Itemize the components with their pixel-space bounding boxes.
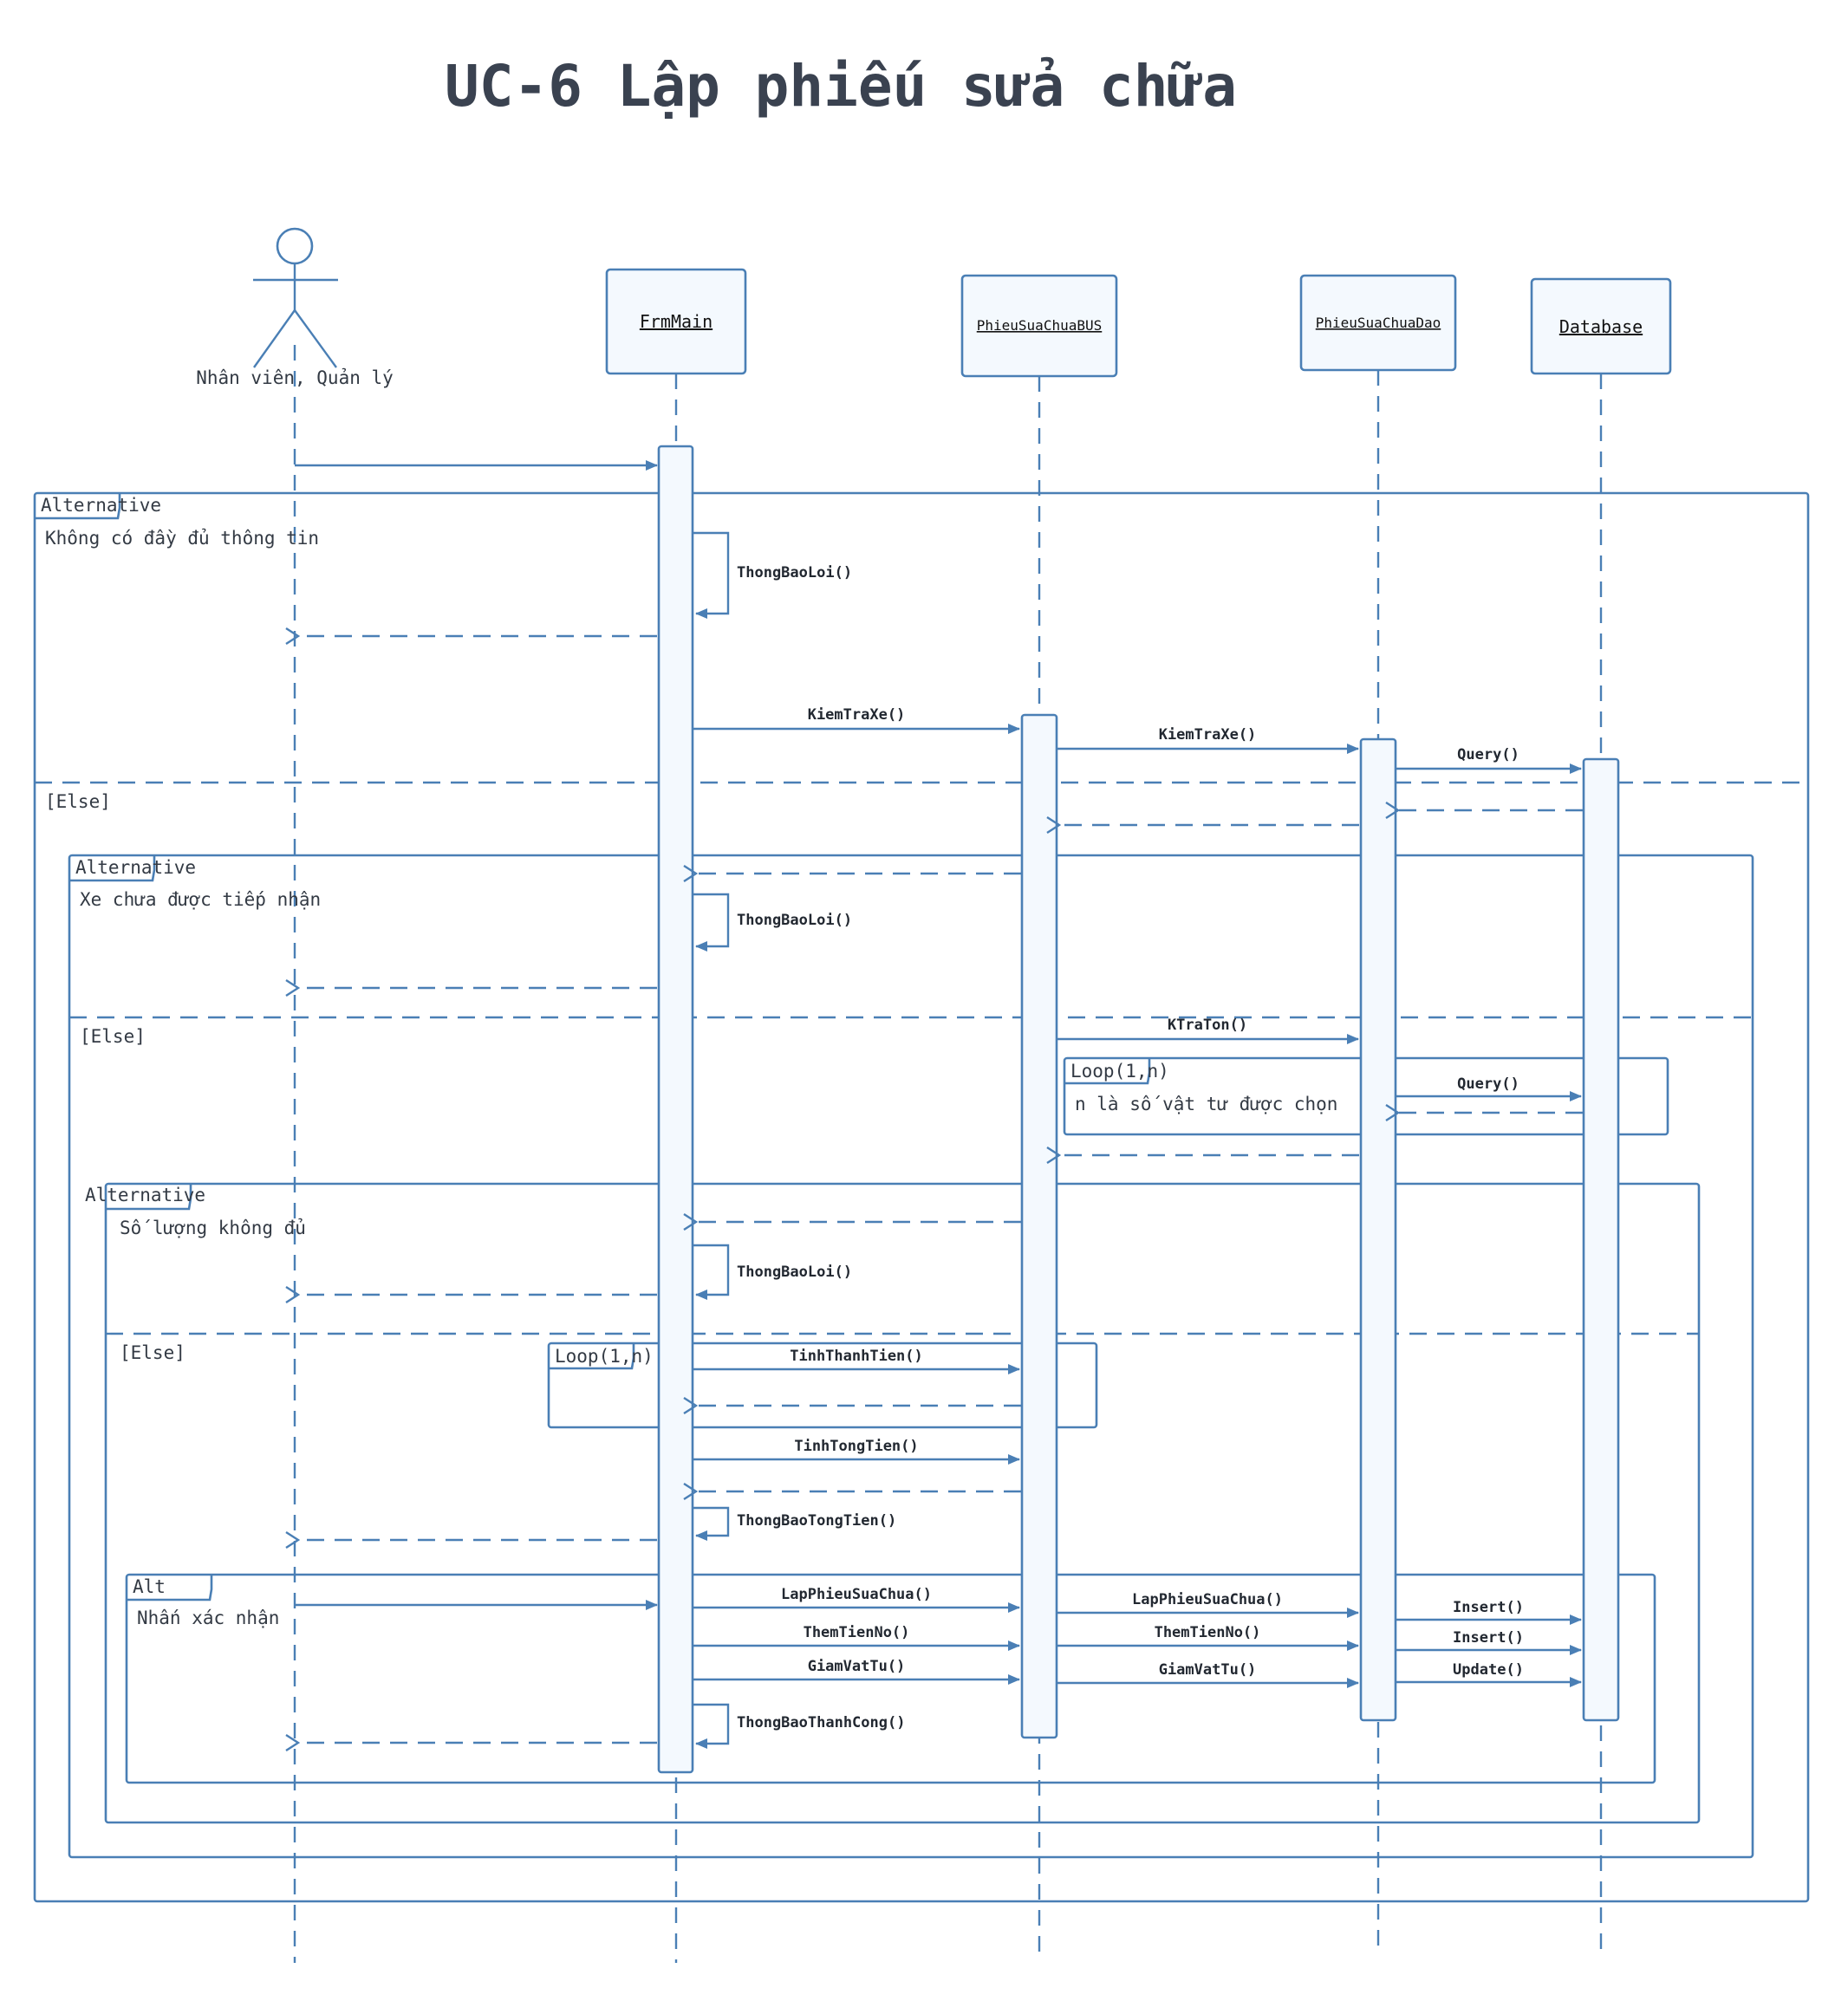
activation-dao — [1359, 737, 1397, 1722]
fragment-alt1: Alternative Không có đầy đủ thông tin [E… — [33, 491, 1810, 1903]
message-giamvattu-dao-label: GiamVatTu() — [1159, 1661, 1257, 1679]
message-themtienno-dao-label: ThemTienNo() — [1155, 1624, 1261, 1641]
message-thongbaoloi-3-label: ThongBaoLoi() — [737, 1264, 852, 1281]
diagram-title: UC-6 Lập phiếu sửa chữa — [445, 53, 1237, 120]
participant-bus-label: PhieuSuaChuaBUS — [977, 317, 1103, 334]
message-themtienno-bus-label: ThemTienNo() — [804, 1624, 910, 1641]
message-thongbaothanhcong-self — [693, 1703, 730, 1749]
message-giamvattu-bus-label: GiamVatTu() — [808, 1658, 906, 1675]
message-thongbaoloi-2-self — [693, 893, 730, 952]
fragment-alt2-guard: Xe chưa được tiếp nhận — [80, 889, 321, 910]
fragment-alt4-kind: Alt — [133, 1576, 166, 1597]
participant-dao-label: PhieuSuaChuaDao — [1316, 315, 1441, 331]
fragment-alt3-kind: Alternative — [85, 1185, 205, 1205]
actor-icon — [253, 227, 338, 368]
fragment-alt1-guard: Không có đầy đủ thông tin — [45, 528, 319, 549]
message-lapphieu-dao-label: LapPhieuSuaChua() — [1132, 1591, 1283, 1608]
fragment-alt4-guard: Nhấn xác nhận — [137, 1608, 279, 1628]
message-update-label: Update() — [1453, 1661, 1524, 1679]
fragment-alt4: Alt Nhấn xác nhận — [125, 1573, 1656, 1784]
message-tinhthanhtien-label: TinhThanhTien() — [790, 1348, 923, 1365]
fragment-alt3-guard: Số lượng không đủ — [120, 1218, 306, 1238]
message-thongbaoloi-3-self — [693, 1244, 730, 1300]
participant-frmmain-label: FrmMain — [640, 311, 713, 332]
fragment-loop2-kind: Loop(1,n) — [555, 1346, 654, 1367]
message-thongbaoloi-1-self — [693, 531, 730, 619]
message-thongbaoloi-2-label: ThongBaoLoi() — [737, 912, 852, 929]
message-kiemtraxe-bus-label: KiemTraXe() — [808, 706, 906, 724]
fragment-alt2-kind: Alternative — [75, 857, 196, 878]
fragment-alt1-else: [Else] — [45, 791, 111, 812]
message-thongbaotongtien-self — [693, 1506, 730, 1541]
fragment-alt3: Alternative Số lượng không đủ [Else] — [85, 1182, 1701, 1824]
participant-db-label: Database — [1559, 316, 1643, 337]
message-thongbaoloi-1-label: ThongBaoLoi() — [737, 564, 852, 581]
fragment-alt2-else: [Else] — [80, 1026, 146, 1047]
message-insert-2-label: Insert() — [1453, 1629, 1524, 1647]
fragment-alt2: Alternative Xe chưa được tiếp nhận [Else… — [68, 854, 1754, 1859]
message-kiemtraxe-dao-label: KiemTraXe() — [1159, 726, 1257, 744]
activation-bus — [1020, 713, 1058, 1739]
message-lapphieu-bus-label: LapPhieuSuaChua() — [781, 1586, 932, 1603]
actor: Nhân viên, Quản lý — [196, 227, 394, 388]
activation-db — [1582, 757, 1620, 1722]
message-thongbaotongtien-label: ThongBaoTongTien() — [737, 1512, 896, 1530]
activation-frmmain — [657, 445, 694, 1774]
message-query-1-label: Query() — [1457, 746, 1519, 763]
fragment-loop2: Loop(1,n) — [547, 1342, 1098, 1429]
message-ktraton-label: KTraTon() — [1168, 1017, 1247, 1034]
fragment-alt3-else: [Else] — [120, 1342, 185, 1363]
message-thongbaothanhcong-label: ThongBaoThanhCong() — [737, 1714, 905, 1731]
fragment-loop1-guard: n là số vật tư được chọn — [1075, 1094, 1337, 1114]
message-tinhtongtien-label: TinhTongTien() — [794, 1438, 918, 1455]
fragment-loop1-kind: Loop(1,n) — [1070, 1061, 1169, 1082]
fragment-alt1-kind: Alternative — [41, 495, 161, 516]
message-insert-1-label: Insert() — [1453, 1599, 1524, 1616]
message-query-2-label: Query() — [1457, 1075, 1519, 1093]
